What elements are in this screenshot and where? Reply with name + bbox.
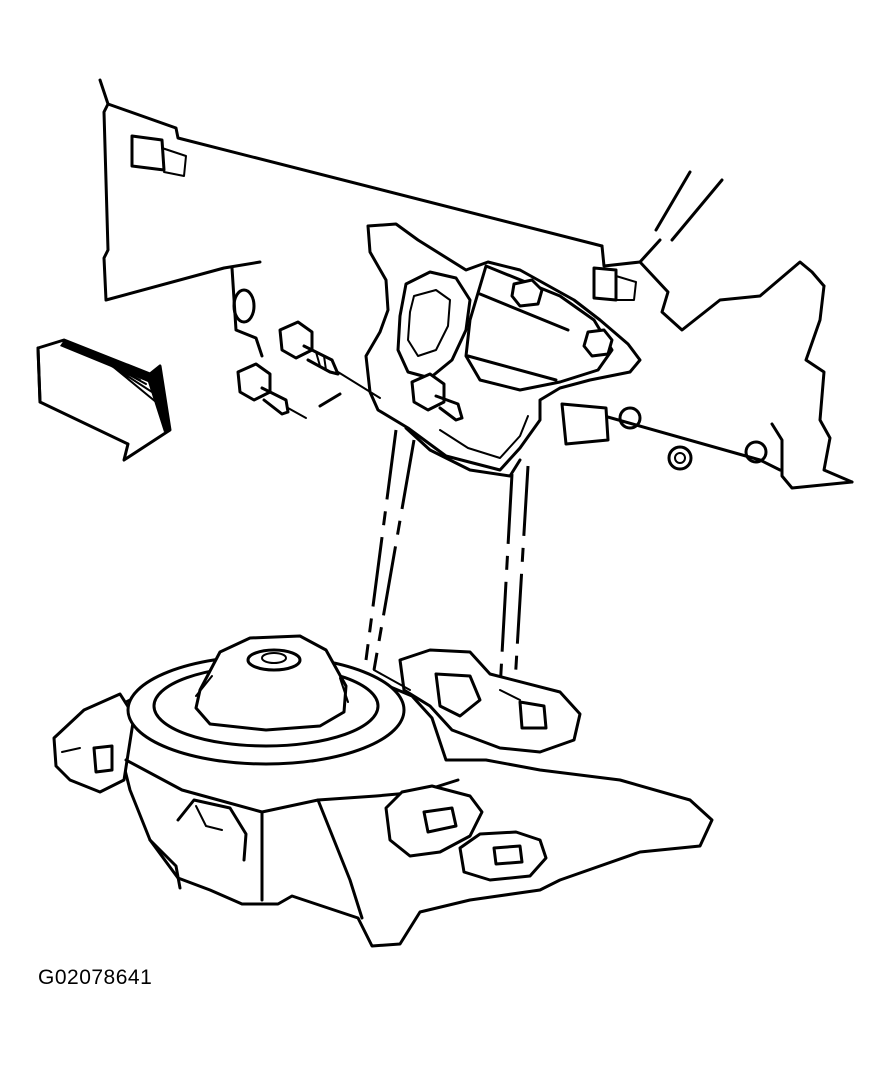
bracket-bolt-upper xyxy=(510,278,544,308)
direction-arrow-icon xyxy=(36,338,172,462)
bolt-top xyxy=(278,320,381,399)
bracket-bolt-lower xyxy=(582,328,614,358)
upper-mount-bracket xyxy=(364,222,642,478)
alignment-lines xyxy=(364,429,530,701)
engine-block xyxy=(98,78,854,490)
lower-engine-mount xyxy=(52,634,714,948)
figure-code-label: G02078641 xyxy=(38,966,153,989)
bolt-right xyxy=(410,372,464,422)
bolt-middle xyxy=(236,362,307,419)
